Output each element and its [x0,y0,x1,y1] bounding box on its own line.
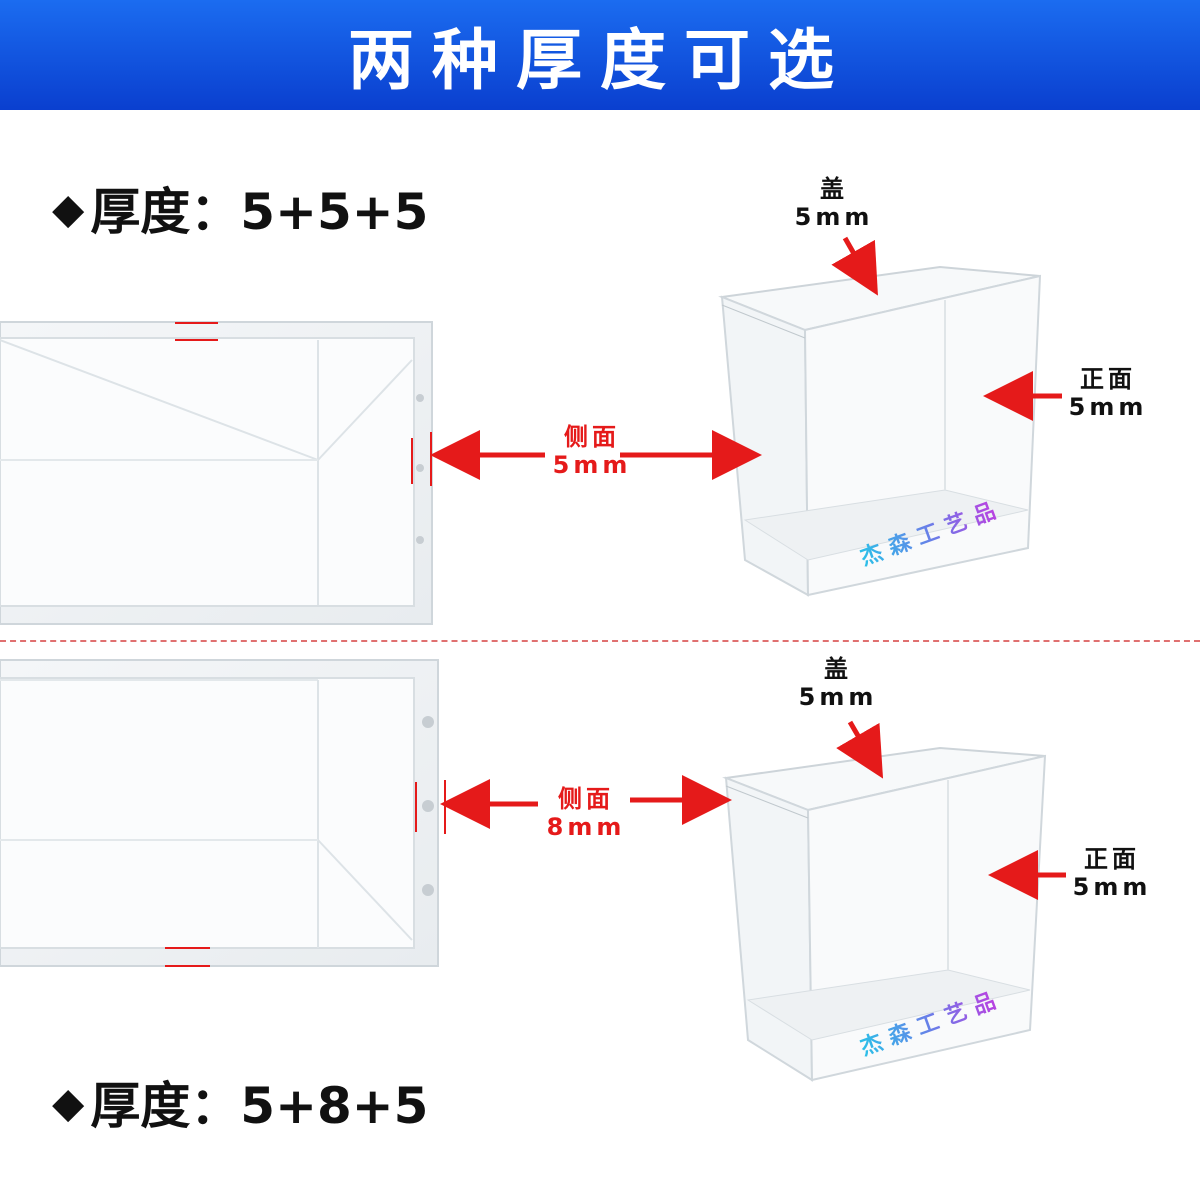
arrow-lid-bottom [836,720,884,779]
front-label-bottom: 正面 5mm [1072,845,1152,901]
arrow-lid-top [831,236,878,296]
lid-label-bottom: 盖 5mm [798,655,878,711]
acrylic-box-top [718,265,1042,597]
spec-label-bottom: 厚度：5+8+5 [90,1077,429,1135]
side-closeup-bottom [0,659,446,967]
lid-label-top: 盖 5mm [794,175,874,231]
spec-heading-top: ◆ 厚度：5+5+5 [52,172,428,244]
side-label-top: 侧面 5mm [552,423,632,479]
header-banner: 两种厚度可选 [0,0,1200,110]
spec-label-top: 厚度：5+5+5 [90,183,429,241]
banner-title: 两种厚度可选 [348,22,852,99]
front-label-top: 正面 5mm [1068,365,1148,421]
section-divider [0,640,1200,642]
diamond-bullet-icon: ◆ [52,183,85,233]
spec-heading-bottom: ◆ 厚度：5+8+5 [52,1066,428,1138]
side-label-bottom: 侧面 8mm [546,785,626,841]
acrylic-box-bottom [722,746,1047,1082]
side-closeup-top [0,321,433,625]
diamond-bullet-icon: ◆ [52,1077,85,1127]
